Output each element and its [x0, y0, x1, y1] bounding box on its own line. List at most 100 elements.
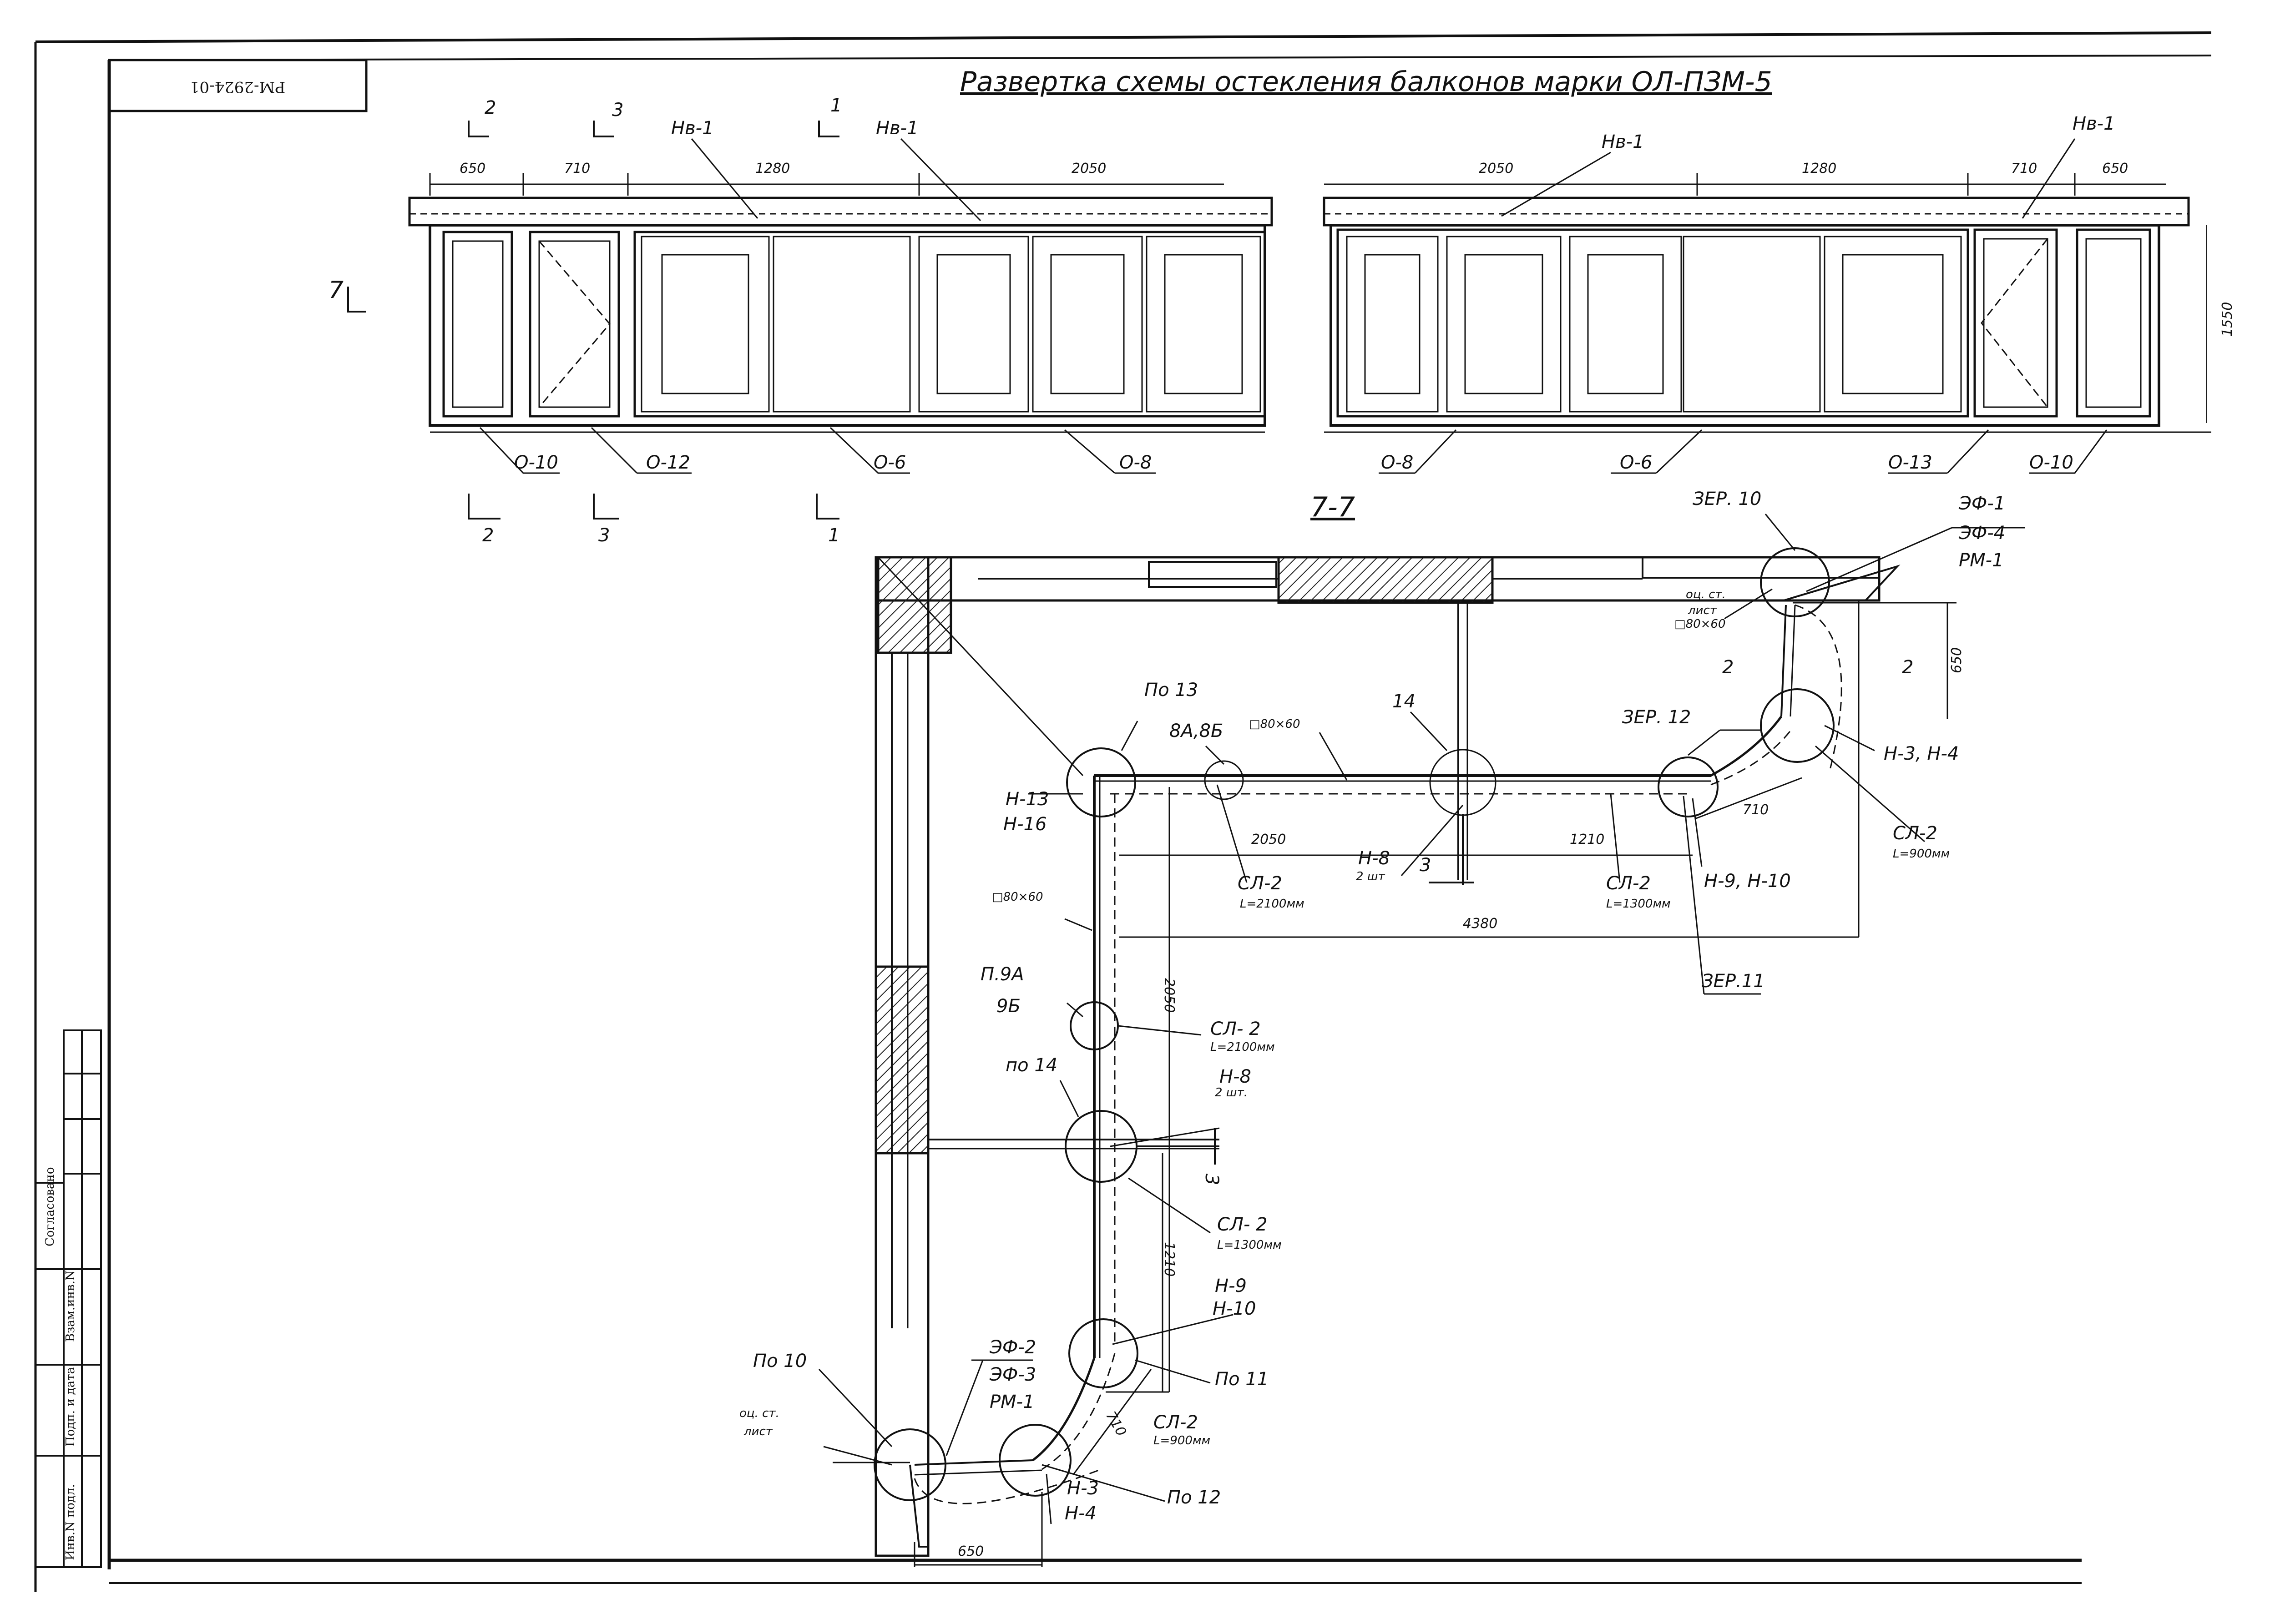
- label-sl2-1300-h: СЛ-2: [1606, 873, 1651, 894]
- section-2-a: 2: [1722, 657, 1734, 678]
- label-l1300-h: L=1300мм: [1606, 897, 1671, 911]
- label-rm1-left: РМ-1: [990, 1392, 1035, 1412]
- section-bottom-3: 3: [598, 525, 610, 546]
- dim-right-650: 650: [2102, 161, 2128, 177]
- dim-right-2050: 2050: [1479, 161, 1513, 177]
- elevation-labels: 650 710 1280 2050 2050 1280 710 650 1550…: [329, 95, 2235, 546]
- label-zer10: ЗЕР. 10: [1693, 489, 1761, 509]
- label-nv1-b: Нв-1: [876, 118, 919, 139]
- label-ots-left-1: оц. ст.: [739, 1407, 779, 1420]
- label-pipe-top: □80×60: [1674, 617, 1726, 631]
- dim-right-1280: 1280: [1802, 161, 1836, 177]
- section-7-mark: 7: [329, 277, 344, 304]
- section-3-h: 3: [1420, 855, 1431, 876]
- dim-650-top: 650: [1949, 647, 1965, 673]
- label-ots-left-2: лист: [743, 1425, 773, 1438]
- label-h9: Н-9: [1215, 1276, 1247, 1296]
- unit-left-o10: О-10: [514, 452, 558, 473]
- label-zer12: ЗЕР. 12: [1622, 707, 1691, 728]
- label-pipe-mid: □80×60: [1249, 717, 1300, 731]
- unit-right-o8: О-8: [1381, 452, 1413, 473]
- label-nv1-d: Нв-1: [2073, 113, 2115, 134]
- label-h8-top: Н-8: [1358, 848, 1390, 869]
- unit-right-o13: О-13: [1888, 452, 1932, 473]
- unit-left-o6: О-6: [874, 452, 906, 473]
- label-ef1: ЭФ-1: [1958, 493, 2005, 514]
- section-bottom-2: 2: [482, 525, 494, 546]
- dim-1210-h: 1210: [1570, 832, 1604, 847]
- side-table: [36, 1029, 102, 1568]
- section-top-3: 3: [612, 100, 623, 121]
- dim-left-710: 710: [564, 161, 590, 177]
- label-2sht-left: 2 шт.: [1215, 1086, 1248, 1099]
- section-7-7-title: 7-7: [1310, 491, 1355, 523]
- dim-710-top: 710: [1743, 802, 1769, 818]
- stamp-text: РМ-2924-01: [190, 78, 285, 96]
- label-ef4: ЭФ-4: [1958, 523, 2005, 544]
- side-label-agree: Согласовано: [43, 1167, 57, 1246]
- plan-view: [818, 514, 2025, 1567]
- label-l900-left: L=900мм: [1153, 1434, 1210, 1447]
- label-ots-top-1: оц. ст.: [1686, 588, 1726, 601]
- label-po11: По 11: [1215, 1369, 1269, 1390]
- label-nv1-a: Нв-1: [671, 118, 714, 139]
- section-top-2: 2: [485, 97, 496, 118]
- side-label-exch: Взам.инв.N: [64, 1270, 77, 1342]
- label-h16: Н-16: [1003, 814, 1046, 835]
- dim-4380: 4380: [1463, 916, 1497, 932]
- label-po13: По 13: [1144, 680, 1198, 701]
- dim-2050-h: 2050: [1251, 832, 1286, 847]
- side-label-sign: Подп. и дата: [64, 1367, 77, 1447]
- label-p9b: 9Б: [996, 996, 1021, 1017]
- section-top-1: 1: [830, 95, 842, 116]
- label-l2100-h: L=2100мм: [1240, 897, 1304, 911]
- label-h8-left: Н-8: [1219, 1066, 1251, 1087]
- sheet-frame: [34, 31, 2212, 1592]
- label-sl2-1300-v: СЛ- 2: [1217, 1214, 1268, 1235]
- label-h4: Н-4: [1065, 1503, 1097, 1524]
- dim-left-650: 650: [460, 161, 485, 177]
- label-pipe-left: □80×60: [992, 890, 1043, 904]
- dim-height-1550: 1550: [2219, 302, 2235, 337]
- section-2-b: 2: [1902, 657, 1913, 678]
- side-label-inv: Инв.N подл.: [64, 1484, 77, 1560]
- label-h3h4-top: Н-3, Н-4: [1884, 743, 1959, 764]
- elevation-view: [347, 121, 2211, 519]
- section-bottom-1: 1: [828, 525, 839, 546]
- unit-right-o6: О-6: [1620, 452, 1652, 473]
- label-2sht-top: 2 шт: [1356, 870, 1385, 883]
- label-14: 14: [1392, 691, 1416, 712]
- dim-left-1280: 1280: [755, 161, 790, 177]
- label-h10: Н-10: [1213, 1298, 1256, 1319]
- label-h13: Н-13: [1006, 789, 1049, 810]
- dim-710-left: 710: [1102, 1409, 1129, 1439]
- label-nv1-c: Нв-1: [1602, 131, 1644, 152]
- label-sl2-2100-v: СЛ- 2: [1210, 1019, 1261, 1039]
- label-po14: по 14: [1006, 1055, 1057, 1076]
- dim-left-2050: 2050: [1072, 161, 1106, 177]
- label-ef2: ЭФ-2: [989, 1337, 1036, 1358]
- plan-labels: 7-7 ЗЕР. 10 ЭФ-1 ЭФ-4 РМ-1 оц. ст. лист …: [739, 489, 2005, 1559]
- label-l900-top: L=900мм: [1893, 847, 1950, 861]
- label-ef3: ЭФ-3: [989, 1364, 1036, 1385]
- label-h3: Н-3: [1067, 1478, 1099, 1499]
- section-3-v: 3: [1201, 1174, 1222, 1185]
- unit-right-o10: О-10: [2029, 452, 2073, 473]
- label-h9h10-top: Н-9, Н-10: [1704, 871, 1791, 892]
- dim-2050-v: 2050: [1161, 978, 1177, 1013]
- label-sl2-900-left: СЛ-2: [1153, 1412, 1198, 1433]
- label-p9a: П.9А: [981, 964, 1024, 985]
- label-po10: По 10: [753, 1351, 807, 1372]
- label-zer11: ЗЕР.11: [1702, 971, 1765, 992]
- page-title: Развертка схемы остекления балконов марк…: [960, 66, 1772, 98]
- dim-650-left: 650: [958, 1543, 984, 1559]
- label-l2100-v: L=2100мм: [1210, 1040, 1275, 1054]
- label-sl2-900-top: СЛ-2: [1893, 823, 1937, 844]
- dim-1210-v: 1210: [1161, 1242, 1177, 1276]
- label-sl2-2100-h: СЛ-2: [1238, 873, 1282, 894]
- label-ots-top-2: лист: [1688, 604, 1717, 617]
- dim-right-710: 710: [2011, 161, 2037, 177]
- label-l1300-v: L=1300мм: [1217, 1238, 1282, 1252]
- label-rm1-top: РМ-1: [1959, 550, 2004, 571]
